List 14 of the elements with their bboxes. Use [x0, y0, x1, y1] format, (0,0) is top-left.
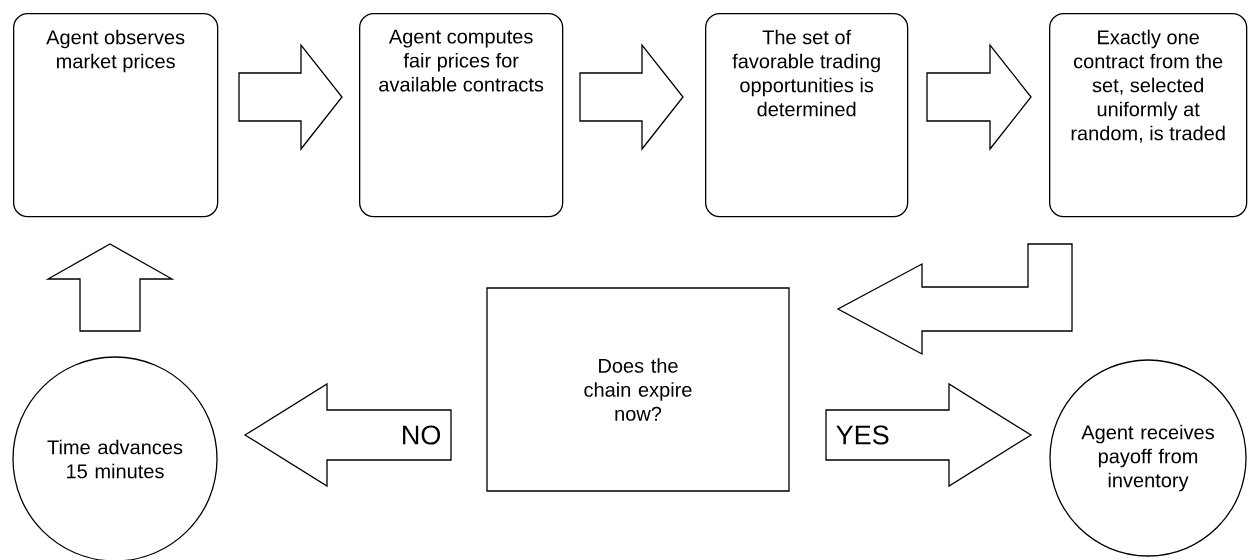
- block-arrow: [579, 43, 684, 151]
- block-arrow: [45, 243, 175, 332]
- process-box: Agent observes market prices: [13, 13, 219, 218]
- edge-label: NO: [399, 424, 443, 446]
- block-arrow: [243, 382, 452, 488]
- block-arrow: [238, 43, 343, 151]
- edge-label: YES: [834, 424, 891, 446]
- process-box: The set of favorable trading opportunities is determined: [705, 13, 909, 218]
- process-box: Exactly one contract from the set, selected uniformly at random, is traded: [1049, 13, 1248, 218]
- block-arrow: [836, 243, 1073, 356]
- block-arrow: [825, 382, 1033, 488]
- block-arrow: [926, 43, 1032, 151]
- process-box: Agent computes fair prices for available contracts: [359, 13, 564, 218]
- decision-box: Does the chain expire now?: [486, 287, 790, 492]
